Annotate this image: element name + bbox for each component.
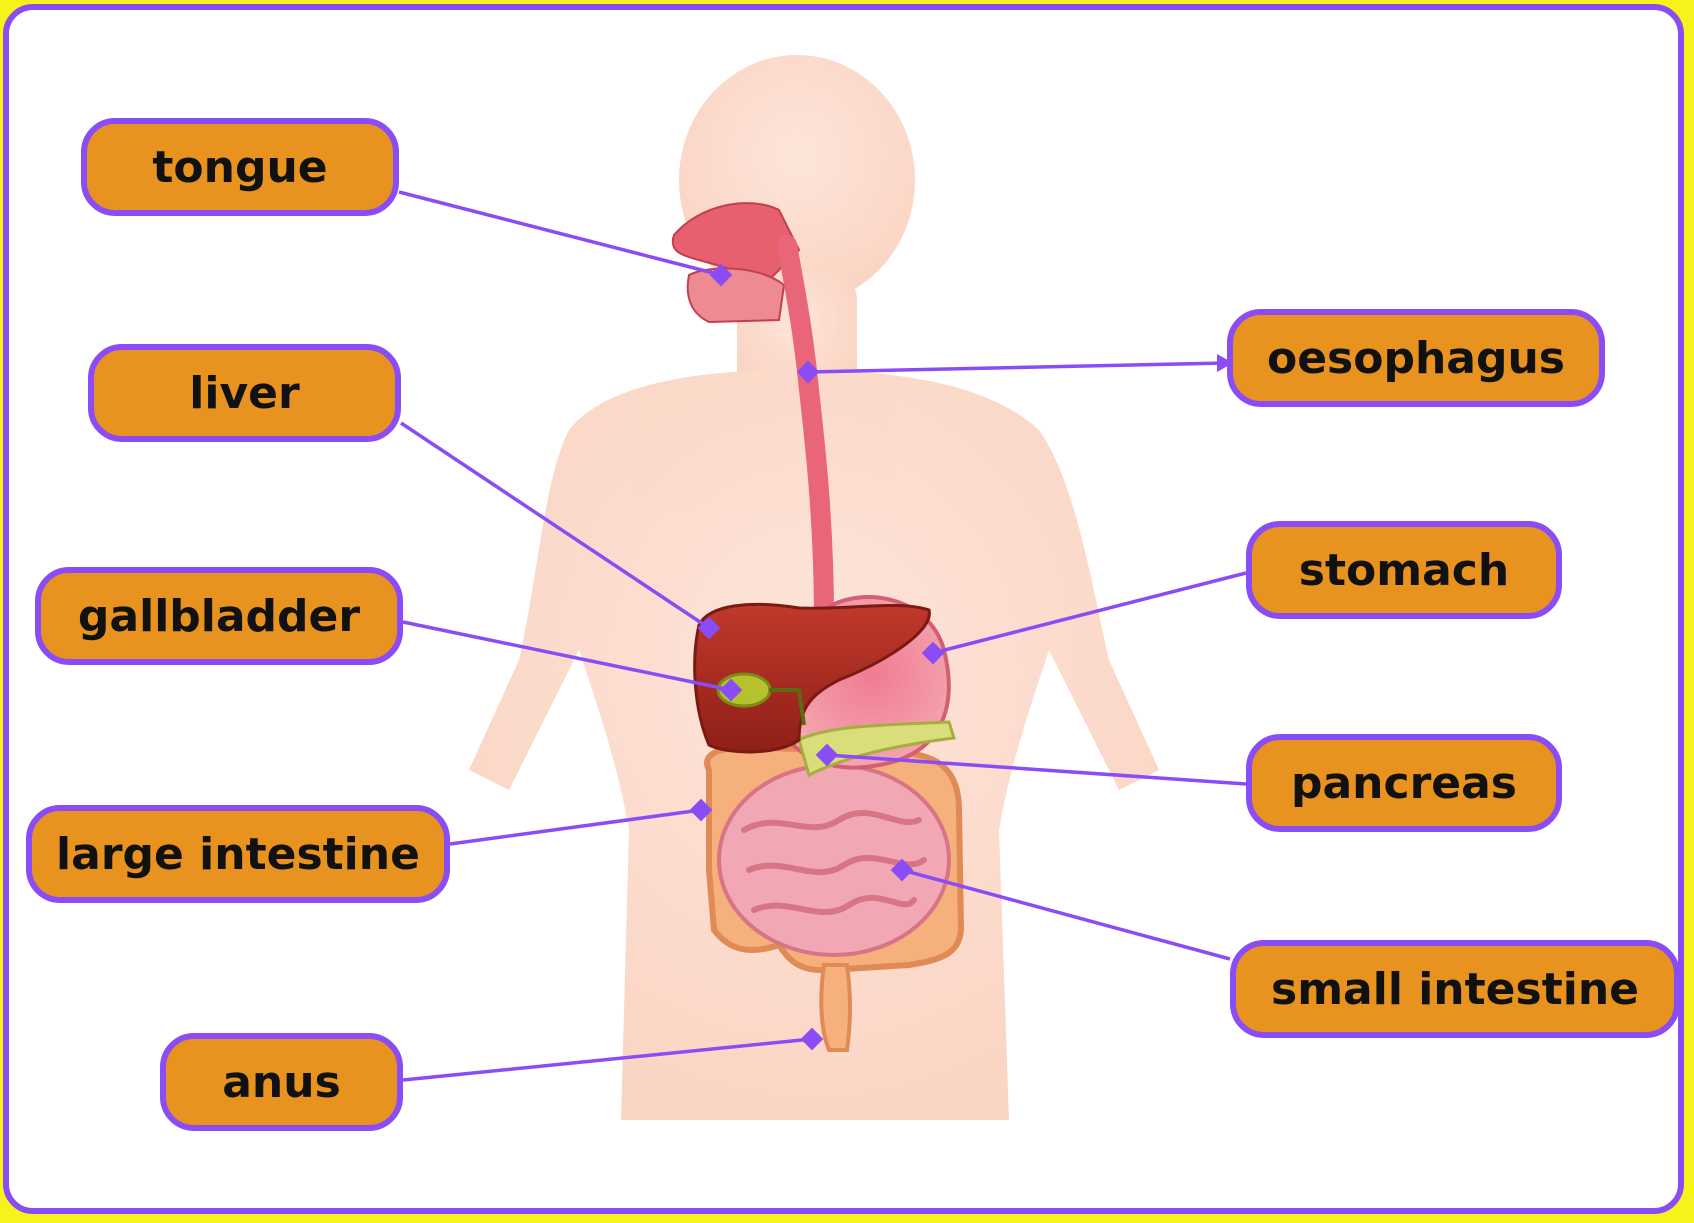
small-intestine-shape: [719, 765, 949, 955]
label-liver: liver: [88, 344, 401, 442]
label-small-intestine: small intestine: [1230, 940, 1680, 1038]
label-tongue: tongue: [81, 118, 399, 216]
label-stomach: stomach: [1246, 521, 1562, 619]
diagram-frame: tongue liver gallbladder large intestine…: [3, 4, 1684, 1214]
label-gallbladder: gallbladder: [35, 567, 403, 665]
leader-line-tongue: [399, 192, 721, 275]
label-large-intestine: large intestine: [26, 805, 450, 903]
leader-line-oesophagus: [808, 363, 1227, 372]
label-oesophagus: oesophagus: [1227, 309, 1605, 407]
label-pancreas: pancreas: [1246, 734, 1562, 832]
label-anus: anus: [160, 1033, 403, 1131]
rectum-shape: [821, 965, 850, 1050]
